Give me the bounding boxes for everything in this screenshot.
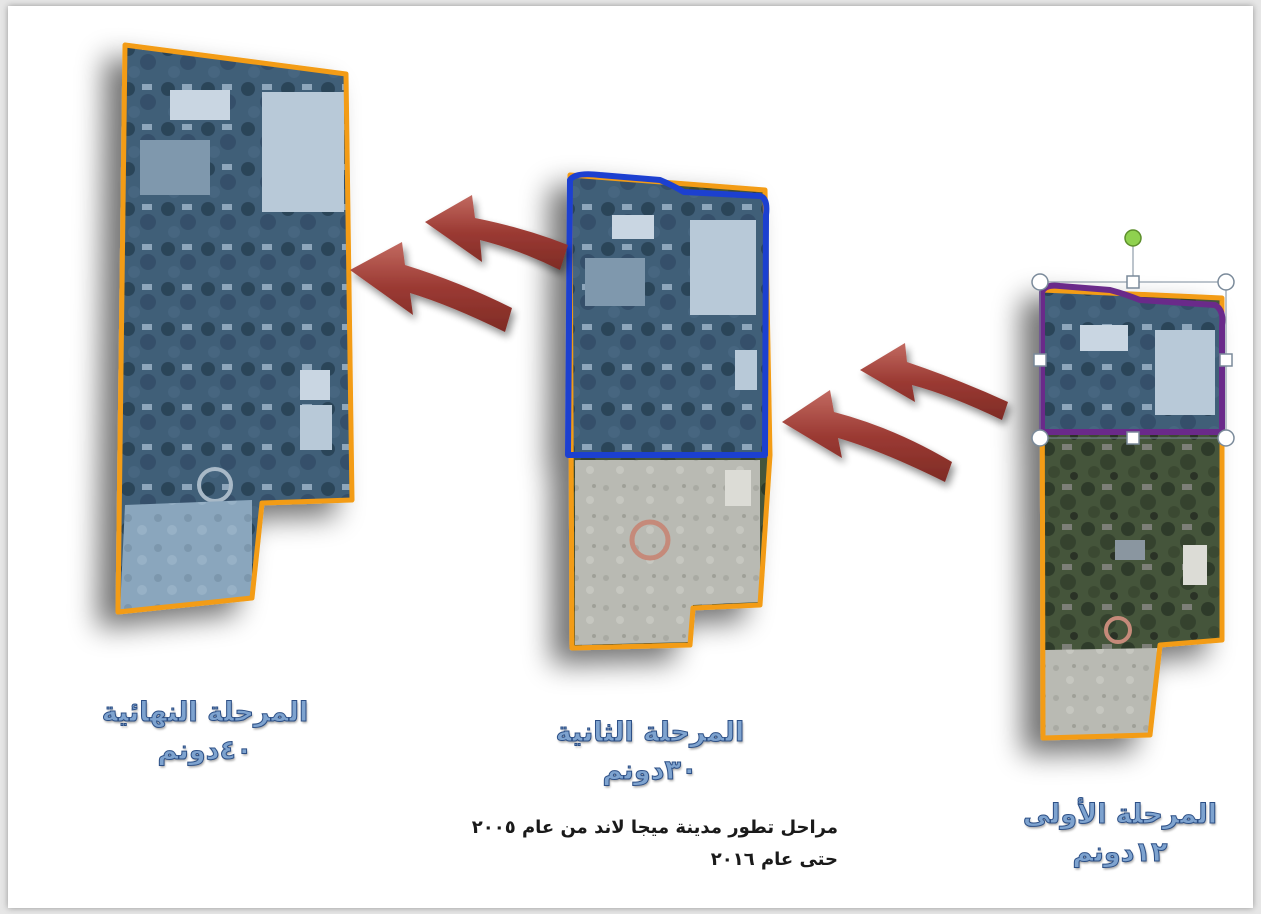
building xyxy=(1155,330,1215,415)
arrow-group-left xyxy=(350,195,568,332)
curved-arrow xyxy=(425,195,568,270)
final-stage-map xyxy=(115,42,355,615)
second-stage-area: ٣٠دونم xyxy=(602,755,698,787)
caption-line-1: مراحل تطور مدينة ميجا لاند من عام ٢٠٠٥ xyxy=(471,817,838,838)
resize-handle[interactable] xyxy=(1219,353,1233,367)
slide: المرحلة النهائية ٤٠دونم المرحلة الثانية … xyxy=(8,6,1253,908)
second-stage-label: المرحلة الثانية ٣٠دونم xyxy=(540,714,760,790)
rotate-handle[interactable] xyxy=(1124,229,1142,247)
final-stage-label: المرحلة النهائية ٤٠دونم xyxy=(95,694,315,770)
first-stage-area: ١٢دونم xyxy=(1072,837,1168,869)
building xyxy=(262,92,344,212)
caption-line-2: حتى عام ٢٠١٦ xyxy=(710,849,838,870)
arrow-group-right xyxy=(782,343,1008,482)
final-stage-area: ٤٠دونم xyxy=(157,735,253,767)
diagram-canvas xyxy=(115,42,1235,741)
first-stage-map xyxy=(1039,282,1226,741)
first-stage-title: المرحلة الأولى xyxy=(1022,799,1218,831)
building xyxy=(170,90,230,120)
building xyxy=(612,215,654,239)
resize-handle[interactable] xyxy=(1031,429,1049,447)
final-stage-title: المرحلة النهائية xyxy=(101,697,309,729)
resize-handle[interactable] xyxy=(1031,273,1049,291)
first-stage-label: المرحلة الأولى ١٢دونم xyxy=(1010,796,1230,872)
second-stage-title: المرحلة الثانية xyxy=(555,717,745,749)
curved-arrow xyxy=(782,390,952,482)
resize-handle[interactable] xyxy=(1217,429,1235,447)
second-stage-map xyxy=(565,171,773,651)
building xyxy=(690,220,756,315)
resize-handle[interactable] xyxy=(1217,273,1235,291)
building xyxy=(1080,325,1128,351)
curved-arrow xyxy=(350,242,512,332)
resize-handle[interactable] xyxy=(1126,275,1140,289)
resize-handle[interactable] xyxy=(1033,353,1047,367)
resize-handle[interactable] xyxy=(1126,431,1140,445)
caption: مراحل تطور مدينة ميجا لاند من عام ٢٠٠٥ ح… xyxy=(398,812,838,876)
selection-frame[interactable] xyxy=(1031,229,1235,447)
curved-arrow xyxy=(860,343,1008,420)
